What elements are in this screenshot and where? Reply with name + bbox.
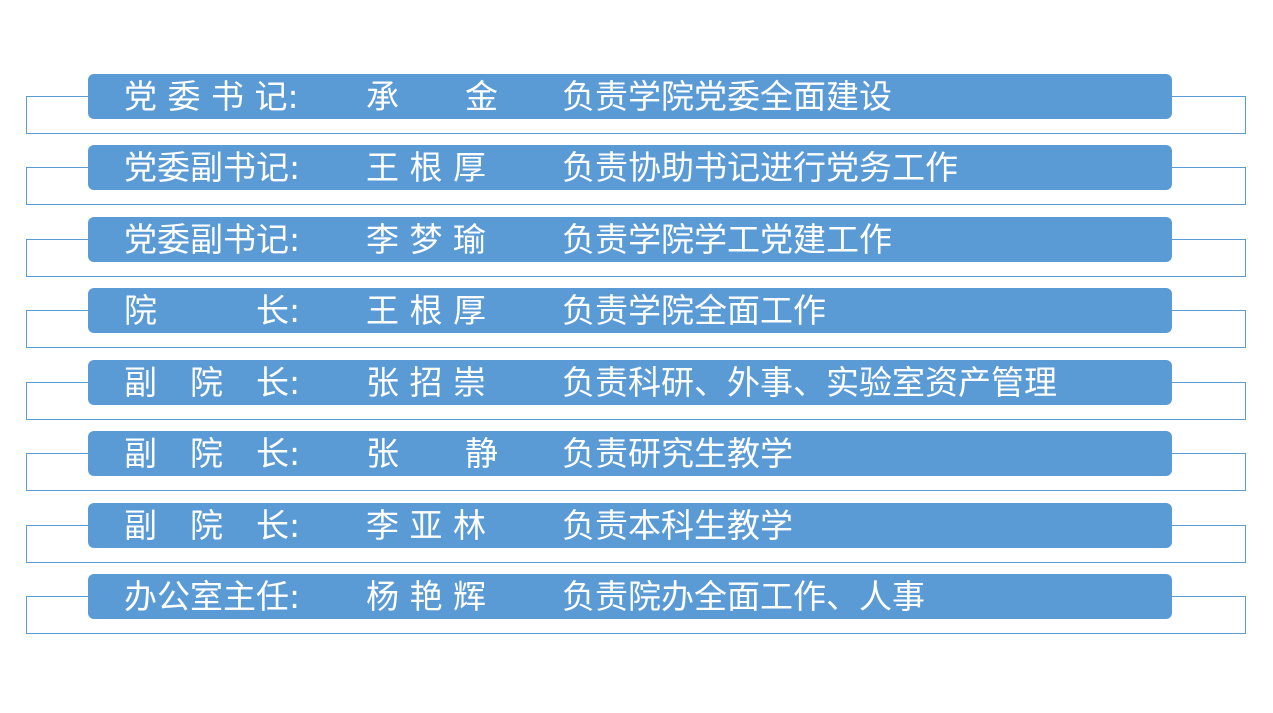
- duty-text: 负责科研、外事、实验室资产管理: [562, 363, 1057, 402]
- person-name: 李 梦 瑜: [366, 220, 486, 259]
- duty-text: 负责学院学工党建工作: [562, 220, 892, 259]
- role-label: 党委副书记:: [124, 220, 301, 259]
- leader-row: 副 院 长: 张 静 负责研究生教学: [0, 431, 1273, 493]
- role-label: 办公室主任:: [124, 577, 301, 616]
- leader-bar: 党 委 书 记: 承 金 负责学院党委全面建设: [88, 74, 1172, 119]
- leader-row: 院 长: 王 根 厚 负责学院全面工作: [0, 288, 1273, 350]
- person-name: 杨 艳 辉: [366, 577, 486, 616]
- leader-bar: 副 院 长: 张 静 负责研究生教学: [88, 431, 1172, 476]
- person-name: 张 招 崇: [366, 363, 486, 402]
- leader-row: 党委副书记: 李 梦 瑜 负责学院学工党建工作: [0, 217, 1273, 279]
- leader-bar: 党委副书记: 李 梦 瑜 负责学院学工党建工作: [88, 217, 1172, 262]
- leader-row: 办公室主任: 杨 艳 辉 负责院办全面工作、人事: [0, 574, 1273, 636]
- person-name: 承 金: [366, 77, 498, 116]
- leader-row: 副 院 长: 李 亚 林 负责本科生教学: [0, 503, 1273, 565]
- leader-row: 党委副书记: 王 根 厚 负责协助书记进行党务工作: [0, 145, 1273, 207]
- role-label: 副 院 长:: [124, 434, 301, 473]
- leader-row: 党 委 书 记: 承 金 负责学院党委全面建设: [0, 74, 1273, 136]
- duty-text: 负责本科生教学: [562, 506, 793, 545]
- role-label: 党 委 书 记:: [124, 77, 299, 116]
- duty-text: 负责学院全面工作: [562, 291, 826, 330]
- duty-text: 负责协助书记进行党务工作: [562, 148, 958, 187]
- duty-text: 负责研究生教学: [562, 434, 793, 473]
- leader-bar: 副 院 长: 张 招 崇 负责科研、外事、实验室资产管理: [88, 360, 1172, 405]
- role-label: 副 院 长:: [124, 363, 301, 402]
- duty-text: 负责院办全面工作、人事: [562, 577, 925, 616]
- duty-text: 负责学院党委全面建设: [562, 77, 892, 116]
- leader-bar: 副 院 长: 李 亚 林 负责本科生教学: [88, 503, 1172, 548]
- leader-row: 副 院 长: 张 招 崇 负责科研、外事、实验室资产管理: [0, 360, 1273, 422]
- role-label: 副 院 长:: [124, 506, 301, 545]
- role-label: 党委副书记:: [124, 148, 301, 187]
- leader-bar: 院 长: 王 根 厚 负责学院全面工作: [88, 288, 1172, 333]
- person-name: 王 根 厚: [366, 291, 486, 330]
- leader-bar: 党委副书记: 王 根 厚 负责协助书记进行党务工作: [88, 145, 1172, 190]
- leader-bar: 办公室主任: 杨 艳 辉 负责院办全面工作、人事: [88, 574, 1172, 619]
- person-name: 李 亚 林: [366, 506, 486, 545]
- person-name: 张 静: [366, 434, 498, 473]
- person-name: 王 根 厚: [366, 148, 486, 187]
- role-label: 院 长:: [124, 291, 301, 330]
